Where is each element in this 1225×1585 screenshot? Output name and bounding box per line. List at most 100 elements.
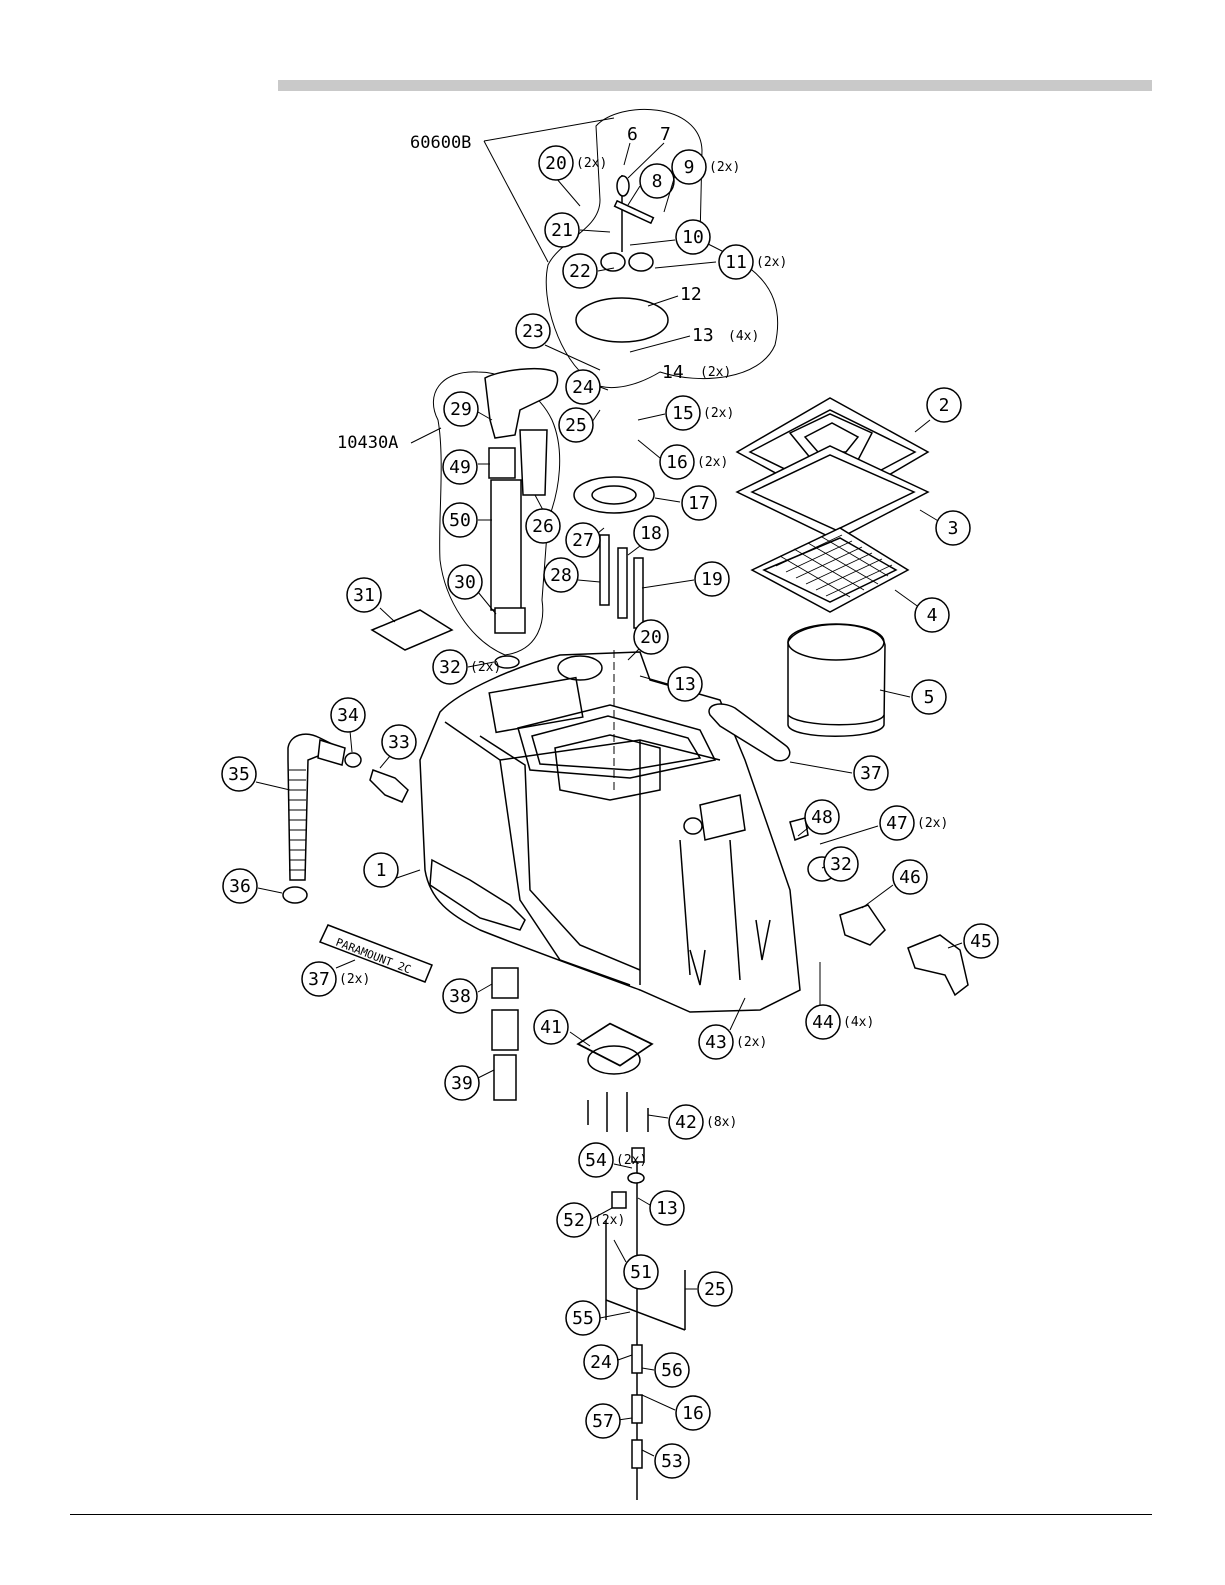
callout-number: 25	[704, 1279, 726, 1300]
callout-leader	[642, 1368, 654, 1370]
callout-36: 36	[223, 869, 282, 903]
callout-leader	[642, 580, 694, 588]
callout-leader	[628, 546, 640, 555]
callout-number: 18	[640, 523, 662, 544]
callout-number: 20	[545, 153, 567, 174]
callout-quantity: (2x)	[709, 160, 740, 175]
callout-2: 2	[915, 388, 961, 432]
gasket-plate	[574, 477, 654, 513]
callout-number: 37	[308, 969, 330, 990]
callout-14-qty-label: 14	[662, 362, 684, 383]
callout-leader	[642, 1395, 675, 1410]
callout-leader	[638, 1198, 650, 1205]
callout-17: 17	[655, 486, 716, 520]
callout-leader	[648, 1115, 668, 1118]
callout-18: 18	[628, 516, 668, 555]
label-decal	[372, 610, 452, 650]
callout-leader	[256, 782, 290, 790]
callout-number: 13	[656, 1198, 678, 1219]
callout-leader	[895, 590, 920, 608]
callout-number: 46	[899, 867, 921, 888]
tube-28	[600, 535, 609, 605]
callout-7: 7	[660, 124, 671, 145]
callout-leader	[638, 440, 660, 458]
callout-number: 10	[682, 227, 704, 248]
callout-number: 28	[550, 565, 572, 586]
inlet-fittings	[790, 818, 968, 995]
callout-number: 5	[924, 687, 935, 708]
callout-number: 30	[454, 572, 476, 593]
callout-3: 3	[920, 510, 970, 545]
callout-20: 20(2x)	[539, 146, 607, 206]
callout-number: 25	[565, 415, 587, 436]
callout-13-qty-label: 13	[692, 325, 714, 346]
callout-number: 53	[661, 1451, 683, 1472]
callout-number: 19	[701, 569, 723, 590]
tube-18	[618, 548, 627, 618]
callout-leader	[655, 262, 716, 268]
filter-bag	[788, 624, 885, 736]
callout-37: 37	[790, 756, 888, 790]
callout-quantity: (2x)	[703, 406, 734, 421]
callout-leader	[336, 960, 355, 968]
lid-assembly	[737, 398, 928, 612]
tube-19	[634, 558, 643, 628]
callout-9: 9 (2x)	[664, 150, 740, 212]
callout-leader	[920, 510, 940, 522]
callout-leader	[862, 885, 893, 908]
callout-leader	[642, 1450, 654, 1456]
callout-1: 1	[364, 853, 420, 887]
callout-number: 31	[353, 585, 375, 606]
callout-31: 31	[347, 578, 395, 622]
callout-leader	[578, 580, 600, 582]
callout-number: 32	[830, 854, 852, 875]
callout-number: 45	[970, 931, 992, 952]
callout-51: 51	[614, 1240, 658, 1289]
callout-leader	[592, 410, 600, 422]
callout-4: 4	[895, 590, 949, 632]
callout-26: 26	[526, 495, 560, 543]
callout-quantity: (2x)	[697, 455, 728, 470]
callout-16: 16(2x)	[638, 440, 728, 479]
callout-37-2: 37 (2x)	[302, 960, 370, 996]
callout-number: 35	[228, 764, 250, 785]
callout-6: 6	[627, 124, 638, 145]
callout-number: 13	[674, 674, 696, 695]
callout-number: 44	[812, 1012, 834, 1033]
callout-quantity: (2x)	[594, 1213, 625, 1228]
callout-number: 1	[376, 860, 387, 881]
callout-50: 50	[443, 503, 492, 537]
callout-number: 8	[652, 171, 663, 192]
callout-16-2: 16	[642, 1395, 710, 1430]
callout-leader	[618, 1355, 632, 1360]
callout-41: 41	[534, 1010, 590, 1046]
callout-quantity: (8x)	[706, 1115, 737, 1130]
callout-57: 57	[586, 1404, 632, 1438]
callout-number: 29	[450, 399, 472, 420]
callout-number: 16	[682, 1403, 704, 1424]
callout-number: 33	[388, 732, 410, 753]
callout-leader	[535, 495, 543, 510]
callout-quantity: (2x)	[917, 816, 948, 831]
callout-number: 17	[688, 493, 710, 514]
callout-number: 55	[572, 1308, 594, 1329]
callout-leader	[380, 608, 395, 622]
callout-quantity: (2x)	[339, 972, 370, 987]
callout-42: 42(8x)	[648, 1105, 737, 1139]
callout-10: 10	[630, 220, 710, 254]
callout-number: 9	[684, 157, 695, 178]
callout-44: 44(4x)	[806, 962, 874, 1039]
callout-leader	[258, 888, 282, 893]
callout-leader	[915, 420, 930, 432]
callout-quantity: (2x)	[736, 1035, 767, 1050]
callout-number: 32	[439, 657, 461, 678]
callout-46: 46	[862, 860, 927, 908]
callout-leader	[638, 414, 665, 420]
callout-number: 20	[640, 627, 662, 648]
callout-15: 15(2x)	[638, 396, 734, 430]
callout-number: 27	[572, 530, 594, 551]
callout-quantity: (2x)	[470, 660, 501, 675]
callout-number: 56	[661, 1360, 683, 1381]
callout-number: 36	[229, 876, 251, 897]
